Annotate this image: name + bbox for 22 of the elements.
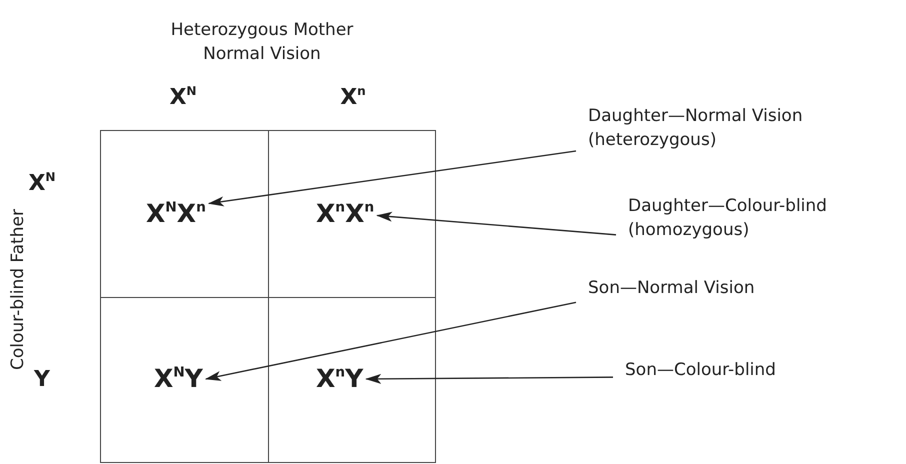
genotype: X$^{N}$X$^{n}$ bbox=[146, 199, 206, 229]
leader-arrow bbox=[204, 302, 576, 381]
punnett-cell bbox=[100, 130, 269, 298]
parent-label: Colour-blind Father bbox=[7, 210, 29, 370]
punnett-cell bbox=[268, 130, 436, 298]
leader-arrow bbox=[365, 374, 613, 384]
parent-label: Heterozygous Mother Normal Vision bbox=[170, 19, 354, 66]
genotype: X$^{N}$Y bbox=[154, 364, 203, 394]
allele-label: X$^{n}$ bbox=[339, 86, 367, 110]
callout-text: Daughter—Colour-blind (homozygous) bbox=[616, 194, 906, 242]
punnett-cell bbox=[268, 297, 436, 463]
callout-text: Son—Colour-blind bbox=[613, 358, 776, 382]
leader-arrow bbox=[376, 212, 616, 236]
genotype: X$^{n}$X$^{n}$ bbox=[316, 199, 374, 229]
genotype: X$^{n}$Y bbox=[316, 364, 364, 394]
leader-arrow bbox=[208, 150, 576, 206]
punnett-cell bbox=[100, 297, 269, 463]
callout-text: Son—Normal Vision bbox=[576, 276, 755, 300]
allele-label: Y bbox=[33, 368, 51, 392]
callout-text: Daughter—Normal Vision (heterozygous) bbox=[576, 104, 888, 152]
allele-label: X$^{N}$ bbox=[168, 86, 198, 110]
allele-label: X$^{N}$ bbox=[27, 172, 57, 196]
